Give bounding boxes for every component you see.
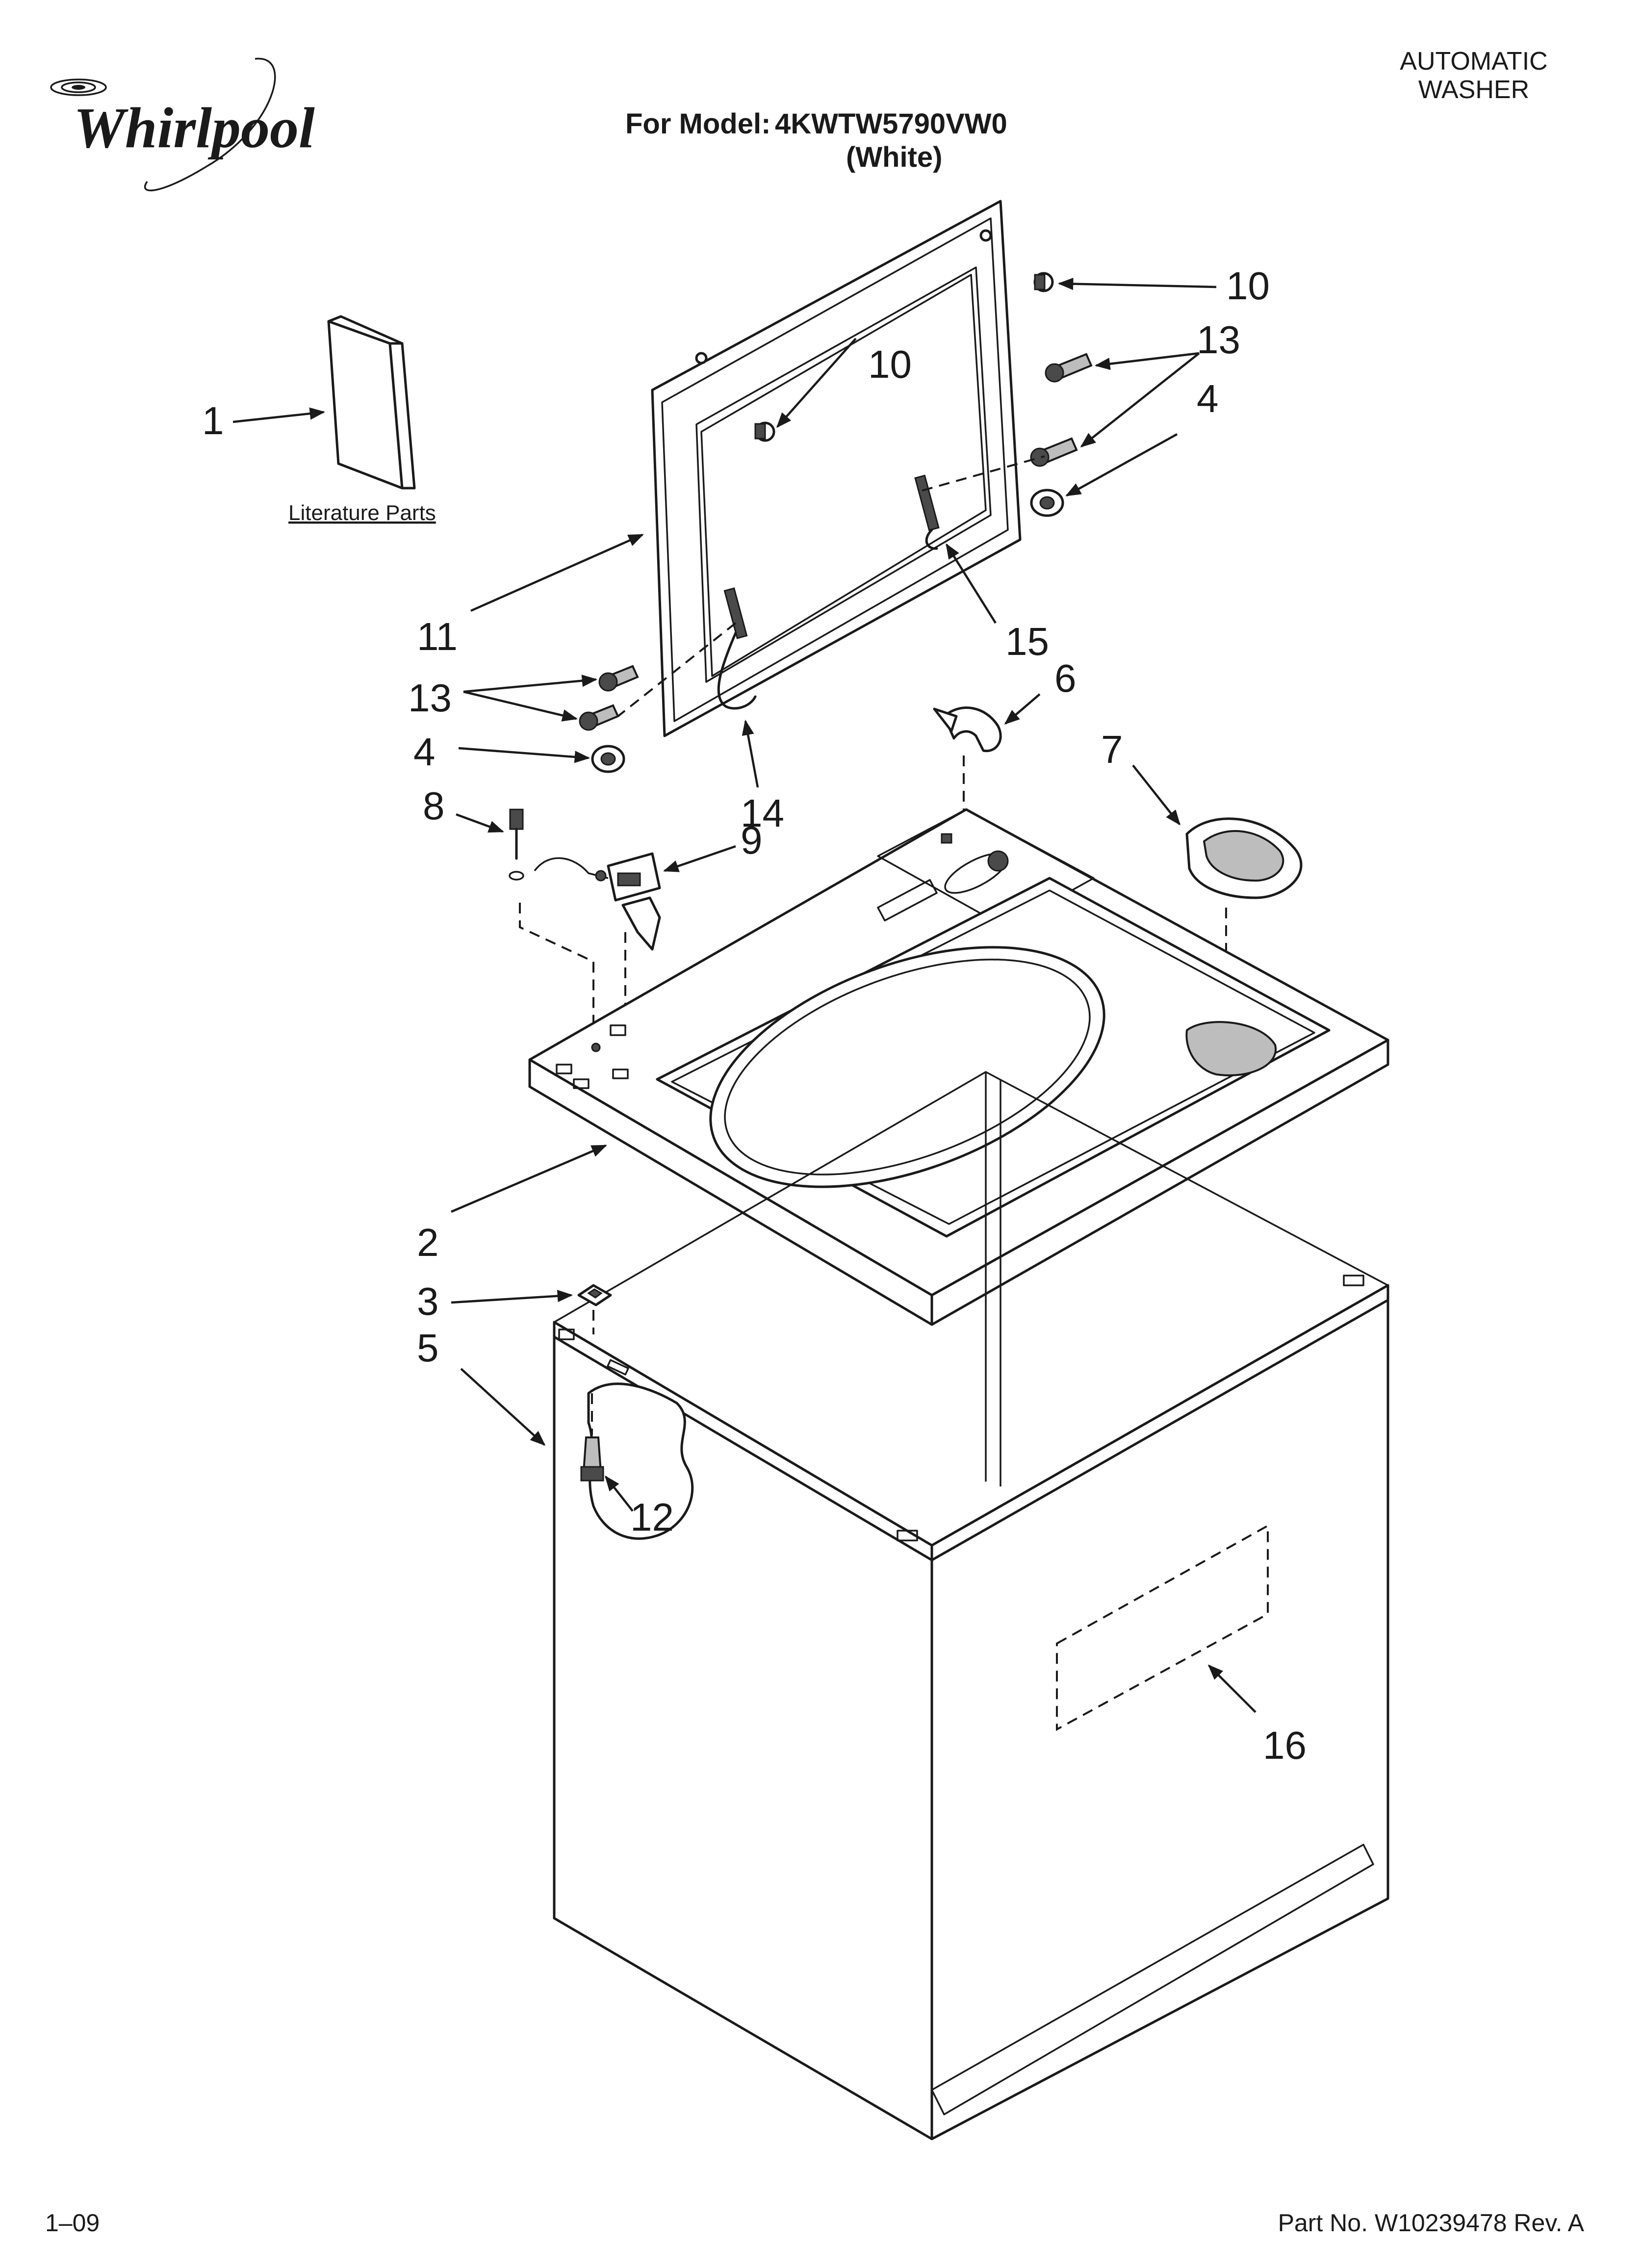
footer-part-number: Part No. W10239478 Rev. A	[1278, 2209, 1585, 2237]
brand-wordmark: Whirlpool	[74, 96, 315, 160]
hinge-screw-left-upper	[598, 665, 639, 692]
hinge-screw-left-lower	[579, 704, 619, 731]
switch-mount-screw	[509, 808, 524, 881]
hinge-screw-right-upper	[1045, 353, 1093, 383]
callout-4-right: 4	[1197, 377, 1219, 420]
callout-7: 7	[1101, 728, 1123, 771]
model-label-area	[1056, 1524, 1269, 1731]
callout-1: 1	[202, 399, 224, 443]
lid-bumper-upper	[1033, 272, 1054, 292]
callout-15: 15	[1005, 620, 1049, 663]
footer-date-code: 1–09	[45, 2209, 100, 2237]
literature-booklet	[327, 315, 416, 490]
color-variant: (White)	[846, 141, 943, 173]
callout-10-upper: 10	[1226, 264, 1270, 308]
hinge-screw-right-lower	[1030, 437, 1078, 467]
lid-switch	[534, 852, 661, 951]
dispenser-cup	[1185, 817, 1303, 899]
callout-16: 16	[1263, 1723, 1307, 1767]
model-title-prefix: For Model:	[625, 108, 770, 140]
literature-parts-label: Literature Parts	[288, 501, 436, 525]
callout-3: 3	[417, 1279, 439, 1323]
callout-12: 12	[630, 1495, 674, 1539]
lid-bumper-lower	[754, 421, 775, 442]
cabinet-clip	[577, 1284, 612, 1306]
callout-10-lower: 10	[868, 342, 912, 386]
top-panel	[528, 808, 1389, 1326]
lid-assembly	[651, 200, 1054, 737]
hinge-bushing-left	[591, 745, 625, 773]
callout-4-left: 4	[413, 730, 436, 774]
callout-13-right: 13	[1197, 318, 1240, 362]
callout-9: 9	[741, 818, 763, 862]
category-line-1: AUTOMATIC	[1400, 47, 1547, 76]
hinge-bushing-right	[1030, 489, 1064, 517]
whirlpool-logo: Whirlpool	[50, 57, 315, 191]
callout-2: 2	[417, 1221, 439, 1264]
category-line-2: WASHER	[1418, 76, 1529, 104]
cabinet-screw	[580, 1436, 604, 1482]
callout-8: 8	[423, 784, 445, 828]
callout-14: 14	[741, 791, 784, 835]
callout-11: 11	[417, 615, 458, 658]
cabinet	[553, 1071, 1389, 2140]
callout-6: 6	[1054, 656, 1077, 700]
model-number: 4KWTW5790VW0	[775, 108, 1007, 140]
lid-switch-clip	[933, 706, 1002, 753]
callout-13-left: 13	[408, 676, 452, 720]
callout-5: 5	[417, 1326, 439, 1370]
